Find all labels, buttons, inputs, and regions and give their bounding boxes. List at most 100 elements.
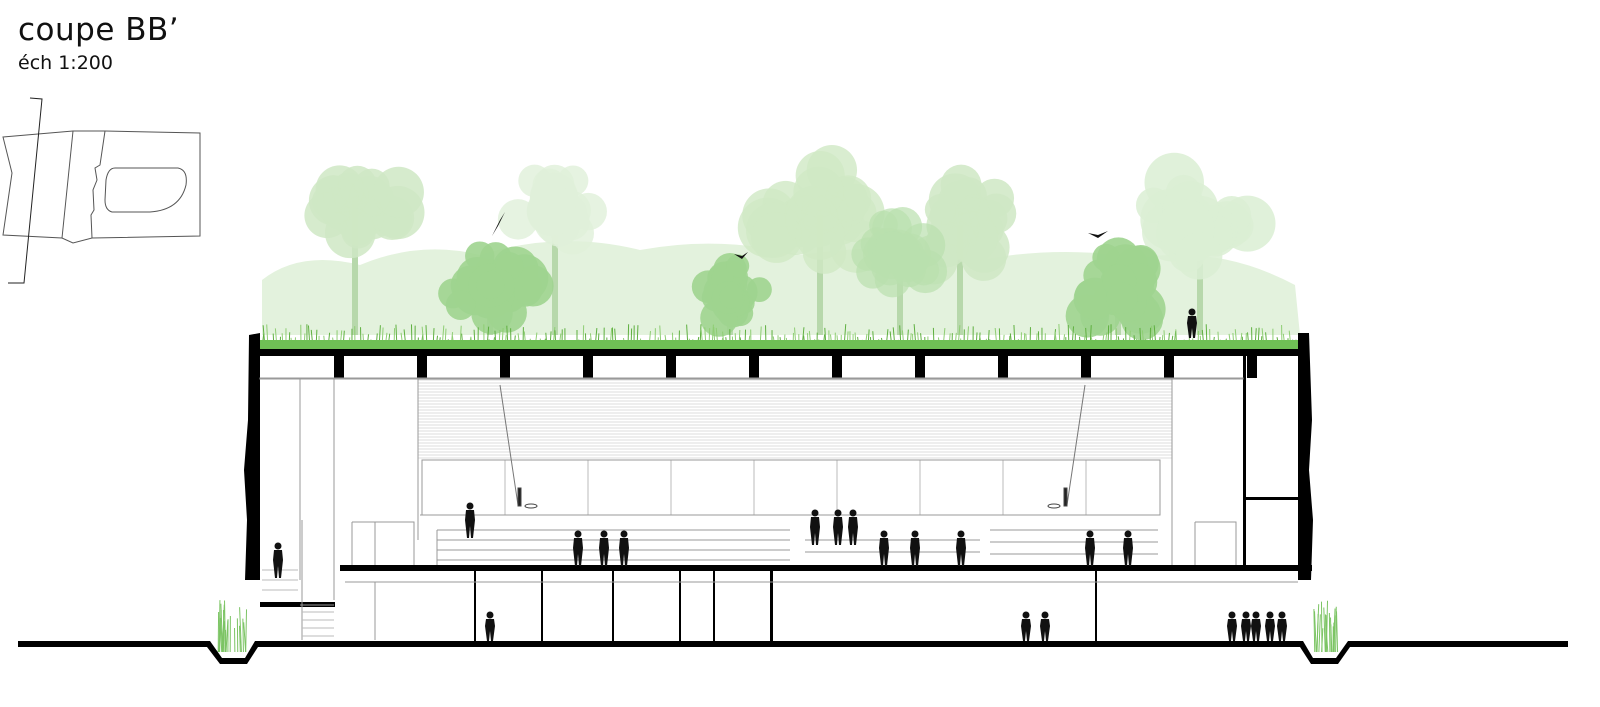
- person-silhouette: [599, 530, 609, 566]
- tree-canopy: [1105, 282, 1138, 314]
- person-silhouette: [1241, 611, 1251, 641]
- person-silhouette: [910, 530, 920, 566]
- person-head: [1086, 530, 1094, 538]
- roof-beam: [832, 356, 842, 378]
- people-silhouettes: [273, 308, 1287, 641]
- ground-line: [18, 641, 1568, 664]
- roof-beam: [666, 356, 676, 378]
- tree-canopy: [373, 166, 424, 218]
- tree-canopy: [793, 166, 844, 218]
- person-silhouette: [956, 530, 966, 566]
- person-head: [834, 509, 842, 517]
- person-head: [1188, 308, 1196, 316]
- stair-landing: [260, 602, 335, 607]
- ditch-plant: [1314, 611, 1317, 653]
- tree-canopy: [726, 254, 750, 278]
- person-silhouette: [1277, 611, 1287, 641]
- roof-beam: [417, 356, 427, 378]
- tree-canopy: [746, 277, 772, 303]
- roof-beams: [334, 356, 1257, 378]
- tree-canopy: [719, 285, 743, 309]
- roof-beam: [1247, 356, 1257, 378]
- person-body: [273, 550, 283, 578]
- ditch-plant: [1328, 613, 1331, 653]
- roof-beam: [1081, 356, 1091, 378]
- person-head: [274, 542, 282, 550]
- person-head: [880, 530, 888, 538]
- tree-canopy: [512, 265, 554, 307]
- person-body: [848, 517, 858, 545]
- tree-canopy: [569, 192, 607, 231]
- drawing-title: coupe BB’: [18, 12, 180, 48]
- person-body: [1085, 538, 1095, 566]
- ditch-plant: [1313, 608, 1316, 653]
- person-head: [1022, 611, 1030, 619]
- roof-beam: [1164, 356, 1174, 378]
- person-head: [849, 509, 857, 517]
- person-head: [486, 611, 494, 619]
- person-body: [599, 538, 609, 566]
- tree-canopy: [534, 190, 575, 232]
- ditch-plant: [242, 618, 244, 653]
- roof-beam: [500, 356, 510, 378]
- person-head: [1124, 530, 1132, 538]
- person-body: [619, 538, 629, 566]
- person-silhouette: [1123, 530, 1133, 566]
- ditch-plant: [1325, 615, 1328, 653]
- person-silhouette: [1251, 611, 1261, 641]
- tree-canopy: [1175, 232, 1223, 280]
- column: [1095, 571, 1097, 641]
- green-roof-soil: [258, 340, 1303, 349]
- person-head: [1242, 611, 1250, 619]
- person-head: [620, 530, 628, 538]
- person-body: [879, 538, 889, 566]
- tree-canopy: [476, 270, 505, 300]
- person-head: [911, 530, 919, 538]
- ditch-plant: [1318, 614, 1321, 653]
- roof-beam: [998, 356, 1008, 378]
- basketball-hoops: [517, 487, 1068, 509]
- drawing-scale: éch 1:200: [18, 52, 113, 74]
- roof-beam: [583, 356, 593, 378]
- person-head: [1041, 611, 1049, 619]
- column: [474, 571, 476, 641]
- person-body: [910, 538, 920, 566]
- ditch-plant: [238, 625, 241, 653]
- person-head: [466, 502, 474, 510]
- person-silhouette: [1265, 611, 1275, 641]
- tree-trunk: [1197, 225, 1203, 335]
- tree-trunk: [352, 200, 358, 335]
- person-body: [1241, 619, 1251, 641]
- ditch-plant: [245, 609, 248, 653]
- ditch-plant: [1316, 613, 1319, 653]
- person-silhouette: [1187, 308, 1197, 338]
- lower-columns: [474, 571, 1097, 641]
- column: [713, 571, 715, 641]
- person-body: [1021, 619, 1031, 641]
- column: [541, 571, 543, 641]
- person-body: [1265, 619, 1275, 641]
- tree-canopy: [751, 211, 803, 263]
- tree-trunk: [957, 225, 963, 335]
- ditch-plant: [223, 621, 227, 653]
- ditch-plant: [1320, 601, 1323, 653]
- tree-canopy: [445, 290, 476, 320]
- gym-floor-slab: [340, 565, 1312, 571]
- bird: [734, 252, 748, 259]
- ditch-plant: [220, 603, 224, 653]
- key-plan: [2, 97, 201, 284]
- bird: [492, 212, 505, 236]
- person-body: [485, 619, 495, 641]
- person-silhouette: [1040, 611, 1050, 641]
- person-silhouette: [848, 509, 858, 545]
- left-wall: [244, 333, 260, 580]
- person-silhouette: [485, 611, 495, 641]
- person-silhouette: [1085, 530, 1095, 566]
- person-head: [574, 530, 582, 538]
- person-silhouette: [879, 530, 889, 566]
- tree-canopy: [892, 253, 926, 288]
- tree-canopy: [924, 194, 957, 226]
- roof-beam: [749, 356, 759, 378]
- roof-slab: [252, 349, 1305, 356]
